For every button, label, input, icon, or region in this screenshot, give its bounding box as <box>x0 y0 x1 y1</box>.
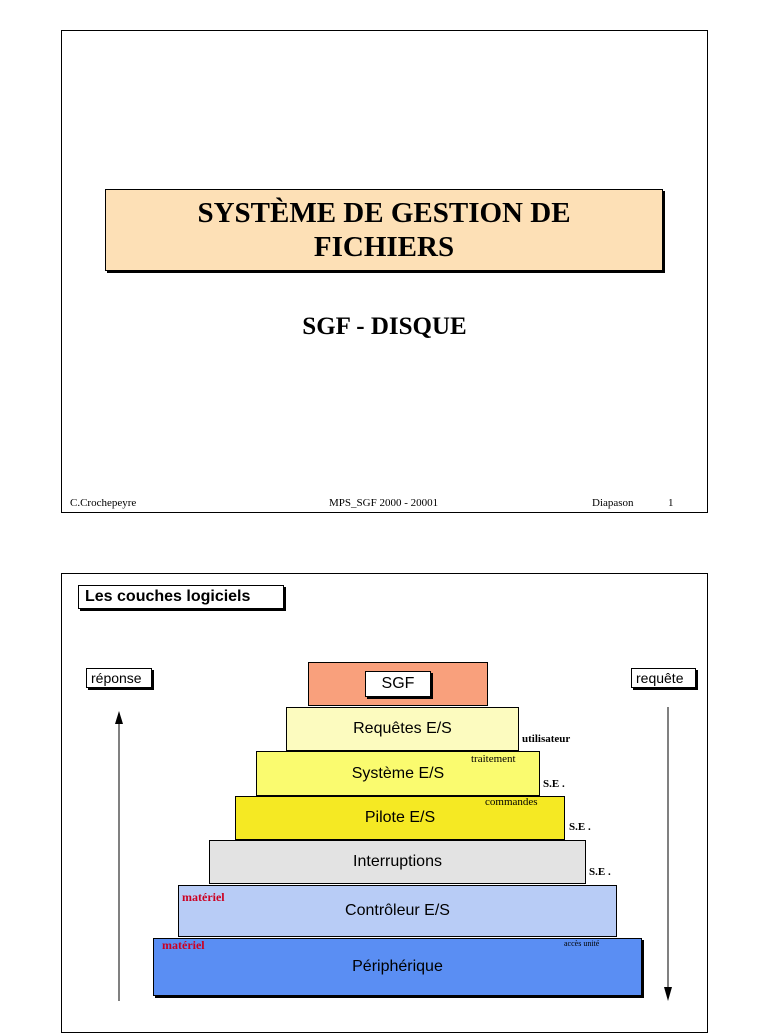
annotation-se-1: S.E . <box>543 778 565 790</box>
title-slide: SYSTÈME DE GESTION DE FICHIERS SGF - DIS… <box>61 30 708 513</box>
footer-course: MPS_SGF 2000 - 20001 <box>329 497 439 509</box>
layer-interruptions-label: Interruptions <box>353 853 442 870</box>
direction-arrows <box>115 707 672 1001</box>
layer-sgf: SGF <box>308 662 488 706</box>
footer-brand: Diapason <box>592 497 634 509</box>
annotation-materiel-2: matériel <box>162 938 205 952</box>
request-label: requête <box>631 668 696 688</box>
annotation-commandes: commandes <box>485 796 538 808</box>
layer-interruptions: Interruptions <box>209 840 586 884</box>
annotation-traitement: traitement <box>471 753 516 765</box>
response-arrowhead <box>115 711 123 724</box>
annotation-acces-unite: accès unité <box>564 939 600 948</box>
layer-peripherique: Périphérique <box>153 938 642 996</box>
layer-requetes-es: Requêtes E/S <box>286 707 519 751</box>
layer-systeme-es-label: Système E/S <box>351 764 445 782</box>
footer-page-number: 1 <box>668 497 674 509</box>
layer-controleur-es-label: Contrôleur E/S <box>345 902 450 919</box>
layer-pilote-es-label: Pilote E/S <box>364 809 436 826</box>
subtitle: SGF - DISQUE <box>302 313 467 340</box>
response-label: réponse <box>86 668 152 688</box>
layers-slide: Les couches logiciels réponse requête SG… <box>61 573 708 1033</box>
title-banner: SYSTÈME DE GESTION DE FICHIERS <box>105 189 663 271</box>
annotation-se-3: S.E . <box>589 866 611 878</box>
layer-peripherique-label: Périphérique <box>352 958 443 975</box>
slide-heading: Les couches logiciels <box>78 585 284 609</box>
title-line-2: FICHIERS <box>313 231 455 263</box>
annotation-se-2: S.E . <box>569 821 591 833</box>
request-arrowhead <box>664 987 672 1001</box>
layer-requetes-es-label: Requêtes E/S <box>353 720 452 737</box>
title-line-1: SYSTÈME DE GESTION DE <box>197 197 571 229</box>
footer-author: C.Crochepeyre <box>70 497 137 509</box>
layer-sgf-label: SGF <box>365 671 431 697</box>
annotation-materiel-1: matériel <box>182 890 225 904</box>
layer-systeme-es: Système E/S <box>256 751 540 796</box>
layer-controleur-es: Contrôleur E/S <box>178 885 617 937</box>
annotation-utilisateur: utilisateur <box>522 733 571 745</box>
layer-pilote-es: Pilote E/S <box>235 796 565 840</box>
